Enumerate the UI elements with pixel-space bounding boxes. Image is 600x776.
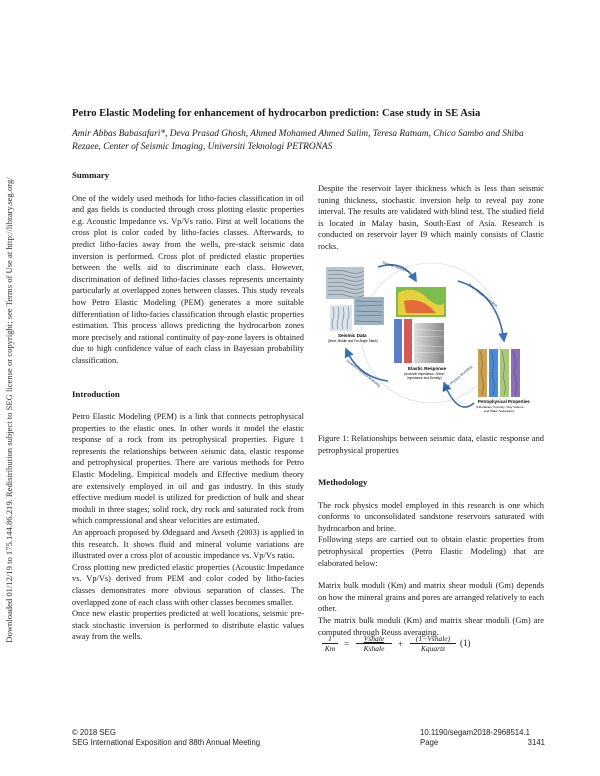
eq-number: (1) (460, 638, 471, 648)
eq-term2-den: Kquartz (410, 643, 456, 653)
methodology-p2: Following steps are carried out to obtai… (318, 535, 544, 568)
seismic-data-label: Seismic Data (338, 333, 367, 338)
eq-term-2: (1−Vshale) Kquartz (410, 634, 456, 653)
footer-right: 10.1190/segam2018-2968514.1 Page 3141 (420, 728, 545, 747)
summary-text: One of the widely used methods for litho… (72, 193, 304, 365)
footer-left: © 2018 SEG SEG International Exposition … (72, 728, 260, 747)
eq-term1-num: Vshale (363, 634, 385, 643)
seismic-forward-modeling-label: Seismic Forward Modeling (345, 359, 381, 388)
rock-physics-modeling-arrow (442, 381, 475, 408)
eq-lhs-num: 1 (328, 634, 332, 643)
petrophysical-properties-sublabel-1: (Lithofacies, Porosity, Clay Volume (476, 405, 524, 409)
elastic-log-1 (394, 319, 402, 363)
eq-term2-num: (1−Vshale) (415, 634, 451, 643)
introduction-p1: Petro Elastic Modeling (PEM) is a link t… (72, 412, 304, 526)
seismic-wiggles (327, 270, 365, 298)
figure-1: Seismic Data (Near, Middle and Far Angle… (318, 253, 544, 427)
elastic-response-sublabel-1: (Acoustic Impedance, Shear (404, 372, 445, 376)
seismic-forward-modeling-arrow (344, 347, 389, 382)
methodology-heading: Methodology (318, 477, 368, 487)
methodology-p4: The matrix bulk moduli (Km) and matrix s… (318, 615, 544, 637)
footer-doi: 10.1190/segam2018-2968514.1 (420, 728, 530, 737)
summary-heading: Summary (72, 170, 110, 180)
seismic-inversion-label: Seismic Inversion (382, 260, 410, 273)
petro-log-4 (511, 349, 520, 397)
rock-physics-modeling-label: Rock Physics Modeling (442, 365, 473, 392)
seismic-inversion-arrow (377, 264, 417, 283)
eq-term1-den: Kshale (356, 643, 392, 653)
methodology-p3: Matrix bulk moduli (Km) and matrix shear… (318, 581, 544, 614)
methodology-section: Methodology The rock physics model emplo… (318, 477, 544, 638)
introduction-p3: Cross plotting new predicted elastic pro… (72, 562, 304, 607)
petro-elastic-inversion-label: Petro-Elastic Inversion (467, 283, 498, 308)
seismic-panel-3 (330, 305, 352, 331)
elastic-log-2 (404, 319, 412, 363)
right-intro-text: Despite the reservoir layer thickness wh… (318, 184, 544, 251)
elastic-response-label: Elastic Response (408, 366, 446, 371)
elastic-response-sublabel-2: Impedance and Density) (407, 376, 442, 380)
seismic-data-sublabel: (Near, Middle and Far Angle Stack) (328, 339, 378, 343)
footer-page-label: Page (420, 737, 439, 747)
introduction-p2: An approach proposed by Ødegaard and Avs… (72, 528, 304, 561)
elastic-section (414, 323, 444, 363)
eq-lhs-den: Km (322, 643, 338, 653)
petro-log-1 (478, 349, 487, 397)
eq-term-1: Vshale Kshale (356, 634, 392, 653)
seismic-panel-1 (326, 267, 364, 299)
eq-plus: + (398, 639, 404, 649)
petrophysical-properties-label: Petrophysical Properties (478, 399, 530, 404)
methodology-p1: The rock physics model employed in this … (318, 500, 544, 533)
figure-caption: Figure 1: Relationships between seismic … (318, 434, 544, 455)
right-column-intro: Despite the reservoir layer thickness wh… (318, 183, 544, 253)
paper-title: Petro Elastic Modeling for enhancement o… (72, 108, 481, 119)
introduction-heading: Introduction (72, 388, 120, 399)
petro-elastic-inversion-arrow (457, 280, 508, 343)
figure-1-diagram: Seismic Data (Near, Middle and Far Angle… (326, 260, 530, 413)
petro-log-2 (489, 349, 498, 397)
equation-1: 1 Km = Vshale Kshale + (1−Vshale) Kquart… (318, 632, 544, 660)
eq-lhs: 1 Km (322, 634, 338, 653)
download-notice: Downloaded 01/12/19 to 175.144.86.219. R… (0, 90, 18, 730)
petro-log-3 (500, 349, 509, 397)
download-notice-text: Downloaded 01/12/19 to 175.144.86.219. R… (4, 177, 14, 643)
introduction-p4: Once new elastic properties predicted at… (72, 609, 304, 642)
petrophysical-properties-sublabel-2: and Water Saturation) (484, 409, 514, 413)
paper-authors: Amir Abbas Babasafari*, Deva Prasad Ghos… (72, 129, 524, 152)
footer-page-number: 3141 (527, 737, 545, 747)
footer-copyright: © 2018 SEG (72, 728, 116, 737)
left-column: Summary One of the widely used methods f… (72, 170, 304, 643)
footer-conference: SEG International Exposition and 88th An… (72, 737, 261, 747)
